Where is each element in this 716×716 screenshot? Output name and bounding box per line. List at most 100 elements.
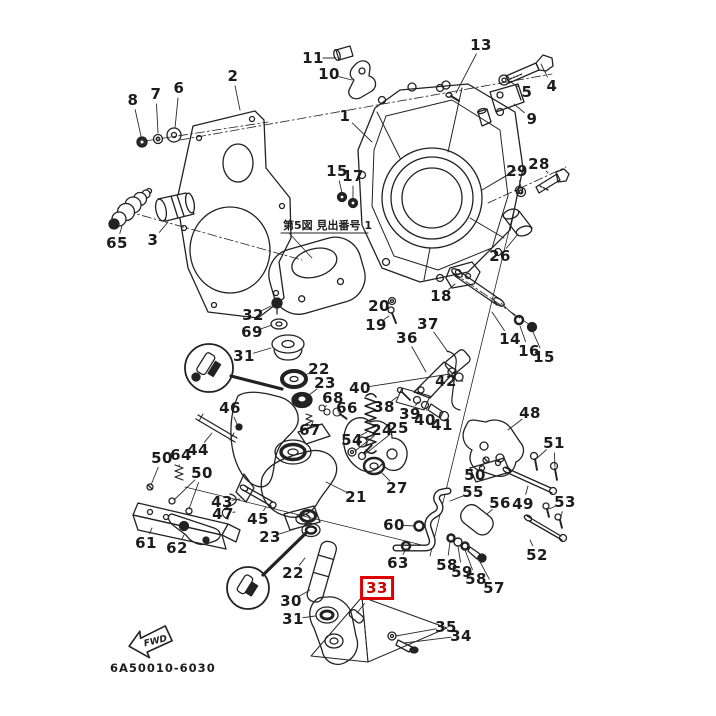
- part-label-51[interactable]: 51: [543, 434, 565, 452]
- part-label-64[interactable]: 64: [170, 446, 192, 464]
- part-label-55[interactable]: 55: [462, 483, 484, 501]
- leader-line: [455, 53, 477, 94]
- part-label-34[interactable]: 34: [450, 627, 472, 645]
- part-label-68[interactable]: 68: [322, 389, 344, 407]
- part-label-33-highlighted[interactable]: 33: [360, 576, 394, 600]
- part-label-56[interactable]: 56: [489, 494, 511, 512]
- part-label-50[interactable]: 50: [151, 449, 173, 467]
- yoke-and-grommet-27: [343, 417, 408, 476]
- part-label-4[interactable]: 4: [546, 77, 558, 95]
- part-label-48[interactable]: 48: [519, 404, 541, 422]
- part-label-31[interactable]: 31: [233, 347, 255, 365]
- construction-lines: [125, 73, 567, 557]
- part-label-69[interactable]: 69: [241, 323, 263, 341]
- fwd-arrow: FWD: [128, 625, 173, 659]
- part-label-15[interactable]: 15: [533, 348, 555, 366]
- part-label-42[interactable]: 42: [435, 372, 457, 390]
- part-label-27[interactable]: 27: [386, 479, 408, 497]
- part-label-58[interactable]: 58: [436, 556, 458, 574]
- part-label-22[interactable]: 22: [282, 564, 304, 582]
- part-label-57[interactable]: 57: [483, 579, 505, 597]
- part-label-62[interactable]: 62: [166, 539, 188, 557]
- leader-line: [149, 527, 153, 535]
- part-label-46[interactable]: 46: [219, 399, 241, 417]
- leader-line: [532, 331, 541, 349]
- part-label-8[interactable]: 8: [127, 91, 139, 109]
- detail-circle-a: [184, 343, 284, 393]
- part-label-21[interactable]: 21: [345, 488, 367, 506]
- part-label-17[interactable]: 17: [342, 167, 364, 185]
- part-label-49[interactable]: 49: [512, 495, 534, 513]
- part-label-15[interactable]: 15: [326, 162, 348, 180]
- part-label-9[interactable]: 9: [526, 110, 538, 128]
- part-label-7[interactable]: 7: [150, 85, 162, 103]
- part-label-19[interactable]: 19: [365, 316, 387, 334]
- steering-bracket-21: [230, 391, 338, 531]
- part-label-32[interactable]: 32: [242, 306, 264, 324]
- part-label-45[interactable]: 45: [247, 510, 269, 528]
- part-label-50[interactable]: 50: [464, 466, 486, 484]
- leader-line: [480, 461, 486, 468]
- part-label-36[interactable]: 36: [396, 329, 418, 347]
- leader-line: [477, 557, 490, 580]
- part-label-1[interactable]: 1: [339, 107, 351, 125]
- part-label-18[interactable]: 18: [430, 287, 452, 305]
- part-label-63[interactable]: 63: [387, 554, 409, 572]
- part-label-40[interactable]: 40: [414, 411, 436, 429]
- leader-line: [203, 432, 213, 443]
- part-label-28[interactable]: 28: [528, 155, 550, 173]
- leader-line: [559, 511, 563, 521]
- leader-line: [119, 225, 123, 234]
- part-label-61[interactable]: 61: [135, 534, 157, 552]
- part-label-43[interactable]: 43: [211, 493, 233, 511]
- part-label-53[interactable]: 53: [554, 493, 576, 511]
- part-label-35[interactable]: 35: [435, 618, 457, 636]
- leader-line: [507, 418, 523, 431]
- part-label-22[interactable]: 22: [308, 360, 330, 378]
- leader-line: [449, 495, 465, 502]
- leader-line: [173, 479, 196, 501]
- part-label-29[interactable]: 29: [506, 162, 528, 180]
- part-label-44[interactable]: 44: [187, 441, 209, 459]
- part-label-23[interactable]: 23: [259, 528, 281, 546]
- part-label-59[interactable]: 59: [451, 563, 473, 581]
- part-label-41[interactable]: 41: [431, 416, 453, 434]
- part-label-3[interactable]: 3: [147, 231, 159, 249]
- part-label-60[interactable]: 60: [383, 516, 405, 534]
- part-label-31[interactable]: 31: [282, 610, 304, 628]
- part-label-65[interactable]: 65: [106, 234, 128, 252]
- part-label-37[interactable]: 37: [417, 315, 439, 333]
- part-label-52[interactable]: 52: [526, 546, 548, 564]
- bolt-24-25: [347, 444, 373, 461]
- part-label-67[interactable]: 67: [299, 421, 321, 439]
- part-label-66[interactable]: 66: [336, 399, 358, 417]
- leader-line: [486, 509, 493, 515]
- part-label-24[interactable]: 24: [371, 421, 393, 439]
- part-label-25[interactable]: 25: [387, 419, 409, 437]
- part-label-16[interactable]: 16: [518, 342, 540, 360]
- part-label-58[interactable]: 58: [465, 570, 487, 588]
- leader-line: [351, 122, 373, 143]
- part-label-39[interactable]: 39: [399, 405, 421, 423]
- part-label-30[interactable]: 30: [280, 592, 302, 610]
- part-label-14[interactable]: 14: [499, 330, 521, 348]
- leader-line: [279, 526, 302, 535]
- part-label-26[interactable]: 26: [489, 247, 511, 265]
- nuts-15-17: [336, 191, 359, 209]
- part-label-13[interactable]: 13: [470, 36, 492, 54]
- leader-line: [181, 534, 185, 540]
- part-label-6[interactable]: 6: [173, 79, 185, 97]
- part-label-11[interactable]: 11: [302, 49, 324, 67]
- part-label-10[interactable]: 10: [318, 65, 340, 83]
- part-label-2[interactable]: 2: [227, 67, 239, 85]
- part-label-5[interactable]: 5: [521, 83, 533, 101]
- leader-line: [379, 470, 391, 482]
- part-label-40[interactable]: 40: [349, 379, 371, 397]
- part-label-54[interactable]: 54: [341, 431, 363, 449]
- part-label-38[interactable]: 38: [373, 398, 395, 416]
- part-label-23[interactable]: 23: [314, 374, 336, 392]
- part-label-50[interactable]: 50: [191, 464, 213, 482]
- part-label-20[interactable]: 20: [368, 297, 390, 315]
- part-label-47[interactable]: 47: [212, 505, 234, 523]
- top-parts-4-5-9-10-11-13: [333, 45, 554, 127]
